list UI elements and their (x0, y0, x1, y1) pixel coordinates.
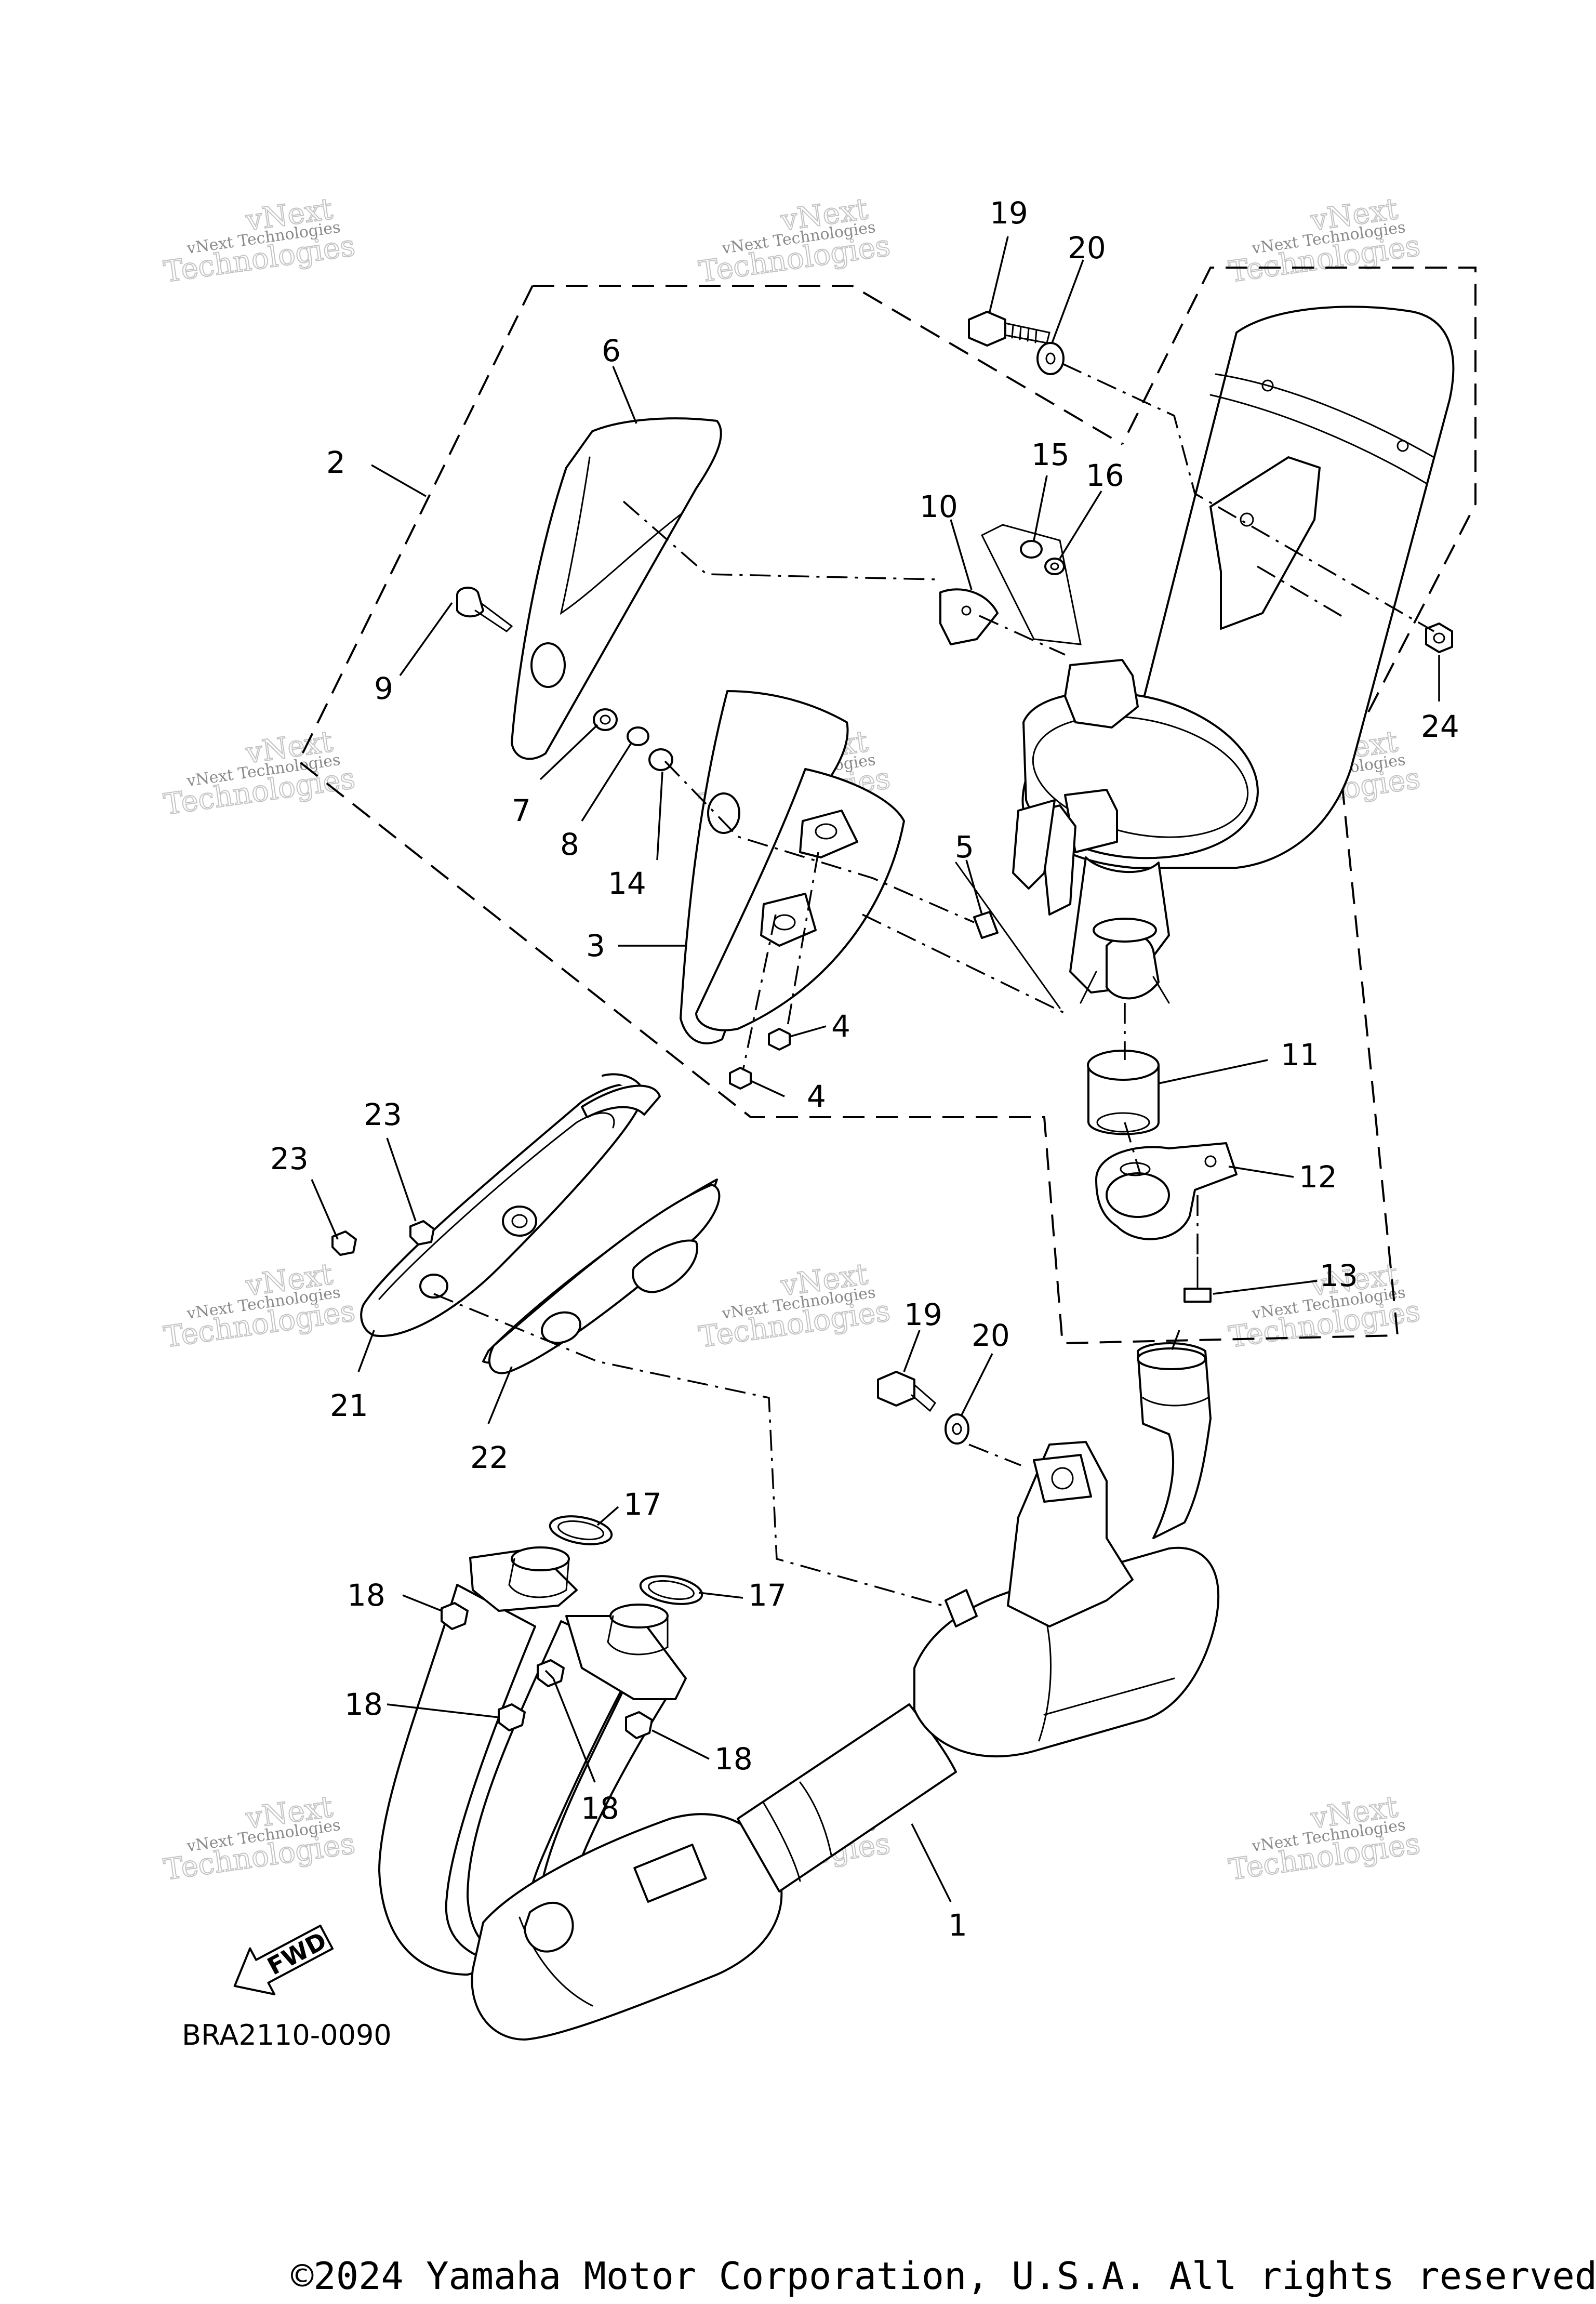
damper-10 (939, 588, 999, 645)
callout-16: 16 (1086, 458, 1124, 493)
callout-23a: 23 (364, 1097, 402, 1132)
callout-21: 21 (330, 1388, 368, 1423)
callout-1: 1 (948, 1908, 967, 1943)
callout-20b: 20 (972, 1318, 1010, 1353)
callout-4b: 4 (807, 1079, 826, 1114)
callout-15: 15 (1031, 437, 1070, 472)
callout-18b: 18 (344, 1687, 383, 1722)
fwd-arrow-icon: FWD (233, 1924, 334, 1995)
callout-20: 20 (1068, 230, 1106, 266)
callout-14: 14 (608, 866, 646, 901)
callout-19b: 19 (904, 1297, 942, 1332)
callout-10: 10 (920, 489, 958, 524)
callout-19: 19 (990, 195, 1028, 231)
exhaust-pipe-assembly (378, 1342, 1220, 2041)
callout-13: 13 (1320, 1258, 1358, 1293)
callout-11: 11 (1281, 1037, 1319, 1072)
copyright-notice: ©2024 Yamaha Motor Corporation, U.S.A. A… (291, 2254, 1596, 2298)
callout-17a: 17 (623, 1487, 662, 1522)
callout-9: 9 (374, 671, 393, 706)
callout-24: 24 (1421, 709, 1459, 744)
callout-17b: 17 (748, 1578, 787, 1613)
silencer (1012, 306, 1455, 1004)
gasket-11 (1087, 1050, 1160, 1135)
callout-8: 8 (560, 827, 579, 862)
svg-text:FWD: FWD (263, 1926, 331, 1980)
callout-2: 2 (326, 445, 345, 480)
assembly-lines (433, 363, 1434, 1607)
protector-22 (482, 1179, 721, 1374)
callout-23b: 23 (270, 1141, 309, 1176)
callout-labels: 19 20 6 2 15 16 10 9 24 7 8 14 5 3 4 4 1… (270, 195, 1459, 1943)
protector-6 (511, 417, 722, 760)
callout-4a: 4 (831, 1009, 850, 1044)
clamp-12 (1095, 1142, 1238, 1240)
callout-5: 5 (955, 829, 974, 865)
callout-18d: 18 (581, 1791, 619, 1826)
leader-lines (311, 236, 1440, 1902)
callout-7: 7 (512, 793, 531, 828)
callout-12: 12 (1299, 1159, 1337, 1195)
callout-3: 3 (586, 928, 605, 963)
callout-18c: 18 (714, 1741, 753, 1777)
callout-6: 6 (602, 333, 621, 368)
fasteners (331, 311, 1453, 1739)
diagram-code: BRA2110-0090 (182, 2019, 392, 2051)
callout-18a: 18 (347, 1578, 385, 1613)
assembly-boundary-2 (297, 267, 1477, 1345)
callout-22: 22 (470, 1440, 509, 1475)
protector-21 (360, 1073, 645, 1338)
